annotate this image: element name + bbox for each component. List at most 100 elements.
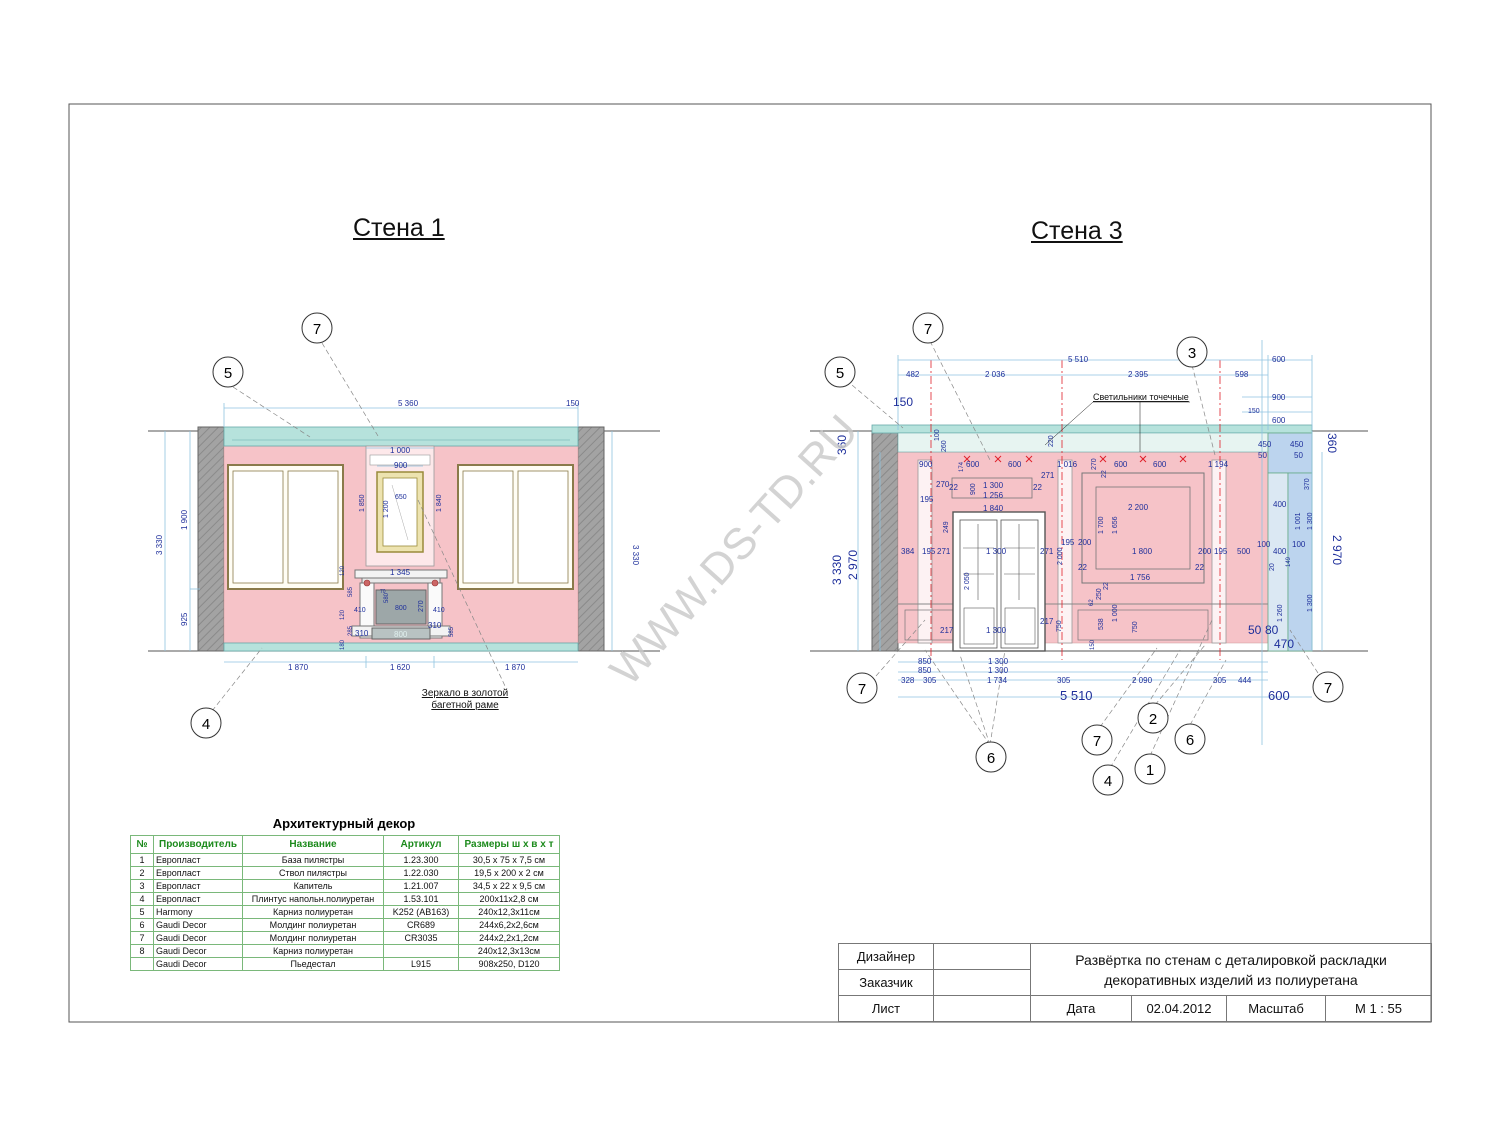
cell-number: 8 [130, 944, 154, 958]
dim-label: 3 330 [631, 545, 640, 566]
wall3-callouts: 7 5 3 7 6 7 2 6 4 1 7 [824, 312, 1344, 796]
dim-label: 900 [1272, 393, 1286, 402]
dim-label: 410 [354, 607, 366, 614]
dim-label: 80 [1265, 623, 1279, 637]
dim-label: 20 [1269, 563, 1276, 571]
cell-name: Плинтус напольн.полиуретан [242, 892, 384, 906]
callout-number: 7 [1324, 680, 1332, 697]
dim-label: 100 [934, 429, 941, 441]
callout-number: 2 [1149, 711, 1157, 728]
title-block: Дизайнер Развёртка по стенам с деталиров… [838, 943, 1432, 1022]
wall1-left-window [227, 464, 344, 590]
sheet-title: Развёртка по стенам с деталировкой раскл… [1030, 943, 1432, 996]
dim-label: 2 970 [1330, 535, 1344, 565]
cell-size: 200х11х2,8 см [458, 892, 560, 906]
cell-name: Карниз полиуретан [242, 944, 384, 958]
dim-label: 2 090 [1132, 676, 1153, 685]
dim-label: 1 000 [1112, 604, 1119, 622]
dim-label: 1 840 [983, 504, 1004, 513]
client-label: Заказчик [838, 969, 934, 996]
decor-table-header: № Производитель Название Артикул Размеры… [130, 835, 560, 854]
callout-number: 6 [1186, 732, 1194, 749]
cell-name: База пилястры [242, 853, 384, 867]
dim-label: 1 300 [1307, 512, 1314, 530]
wall1-left-column [197, 426, 225, 652]
wall3-left-column [871, 430, 899, 652]
dim-label: 100 [1257, 540, 1271, 549]
dim-label: 150 [1090, 639, 1096, 650]
dim-label: 450 [1290, 440, 1304, 449]
cell-article: 1.23.300 [383, 853, 459, 867]
col-header-manufacturer: Производитель [153, 835, 243, 854]
dim-label: 195 [922, 547, 936, 556]
dim-label: 600 [1268, 688, 1290, 703]
dim-label: 482 [906, 370, 920, 379]
wall3-right-box [1267, 432, 1313, 474]
dim-label: 450 [1258, 440, 1272, 449]
cell-name: Карниз полиуретан [242, 905, 384, 919]
dim-label: 5 510 [1060, 688, 1093, 703]
dim-label: 444 [1238, 676, 1252, 685]
dim-label: 538 [1098, 618, 1105, 630]
dim-label: 180 [340, 639, 346, 650]
col-header-name: Название [242, 835, 384, 854]
dim-label: 195 [920, 495, 934, 504]
decor-table-title: Архитектурный декор [272, 816, 416, 831]
dim-label: 217 [1040, 617, 1054, 626]
dim-label: 1 001 [1295, 512, 1302, 530]
callout-number: 7 [924, 321, 932, 338]
dim-label: 2 395 [1128, 370, 1149, 379]
wall3-double-door [952, 511, 1046, 652]
dim-label: 22 [1195, 563, 1204, 572]
cell-article: 1.21.007 [383, 879, 459, 893]
dim-label: 1 345 [390, 568, 411, 577]
dim-label: 580 [384, 592, 390, 603]
dim-label: 200 [1198, 547, 1212, 556]
dim-label: 470 [1274, 637, 1294, 651]
cell-article: CR689 [383, 918, 459, 932]
dim-label: 900 [394, 461, 408, 470]
dim-label: 305 [1057, 676, 1071, 685]
cell-name: Молдинг полиуретан [242, 931, 384, 945]
dim-label: 5 360 [398, 399, 419, 408]
dim-label: 1 870 [505, 663, 526, 672]
client-value [933, 969, 1031, 996]
dim-label: 50 [1248, 623, 1262, 637]
dim-label: 22 [949, 483, 958, 492]
dim-label: 1 000 [390, 446, 411, 455]
cell-article: K252 (AB163) [383, 905, 459, 919]
dim-label: 360 [1325, 433, 1339, 453]
dim-label: 1 840 [436, 494, 443, 512]
sheet-label: Лист [838, 995, 934, 1022]
callout-number: 3 [1188, 345, 1196, 362]
cell-manufacturer: Harmony [153, 905, 243, 919]
wall3-spot-lights [963, 455, 1187, 463]
dim-label: 1 300 [986, 626, 1007, 635]
dim-label: 600 [966, 460, 980, 469]
dim-label: 22 [1078, 563, 1087, 572]
scale-value: М 1 : 55 [1325, 995, 1432, 1022]
wall1-right-window [457, 464, 574, 590]
callout-number: 7 [313, 321, 321, 338]
cell-manufacturer: Gaudi Decor [153, 957, 243, 971]
dim-label: 2 200 [1128, 503, 1149, 512]
dim-label: 600 [1272, 416, 1286, 425]
dim-label: 195 [1061, 538, 1075, 547]
dim-label: 150 [566, 399, 580, 408]
sheet-title-line-1: Развёртка по стенам с деталировкой раскл… [1075, 951, 1387, 968]
dim-label: 3 330 [830, 555, 844, 585]
dim-label: 120 [340, 609, 346, 620]
dim-label: 900 [970, 483, 977, 495]
cell-article: L915 [383, 957, 459, 971]
dim-label: 1 620 [390, 663, 411, 672]
cell-number: 1 [130, 853, 154, 867]
cell-number: 4 [130, 892, 154, 906]
dim-label: 1 200 [383, 500, 390, 518]
dim-label: 1 300 [988, 657, 1009, 666]
callout-number: 7 [1093, 733, 1101, 750]
dim-label: 149 [1286, 556, 1292, 567]
scale-label: Масштаб [1226, 995, 1326, 1022]
dim-label: 271 [1041, 471, 1055, 480]
cell-article: CR3035 [383, 931, 459, 945]
